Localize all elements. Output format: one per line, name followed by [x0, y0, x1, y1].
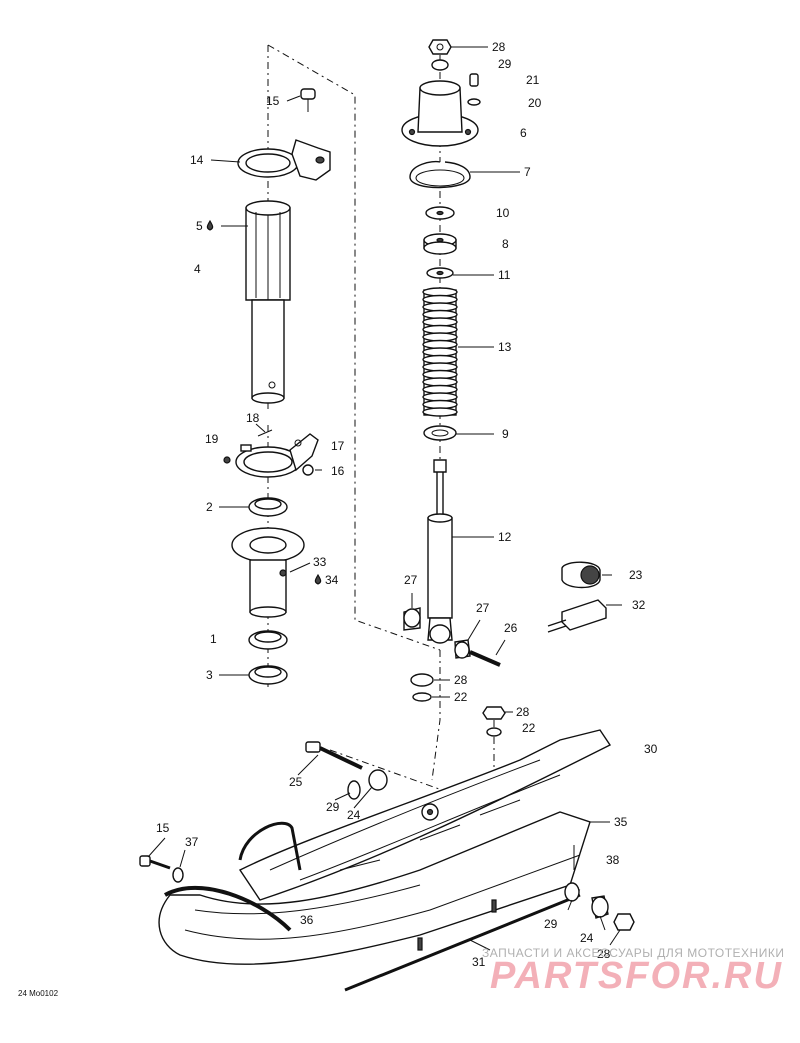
callout-1: 1: [210, 632, 217, 646]
part-ski-pivot: [421, 803, 439, 821]
diagram-code: 24 Mo0102: [18, 989, 59, 998]
watermark-tagline: ЗАПЧАСТИ И АКСЕССУАРЫ ДЛЯ МОТОТЕХНИКИ: [482, 946, 784, 960]
callout-18: 18: [246, 411, 260, 425]
part-29-washer-right: [564, 882, 580, 902]
callout-26: 26: [504, 621, 518, 635]
part-17-bracket: [223, 429, 319, 478]
callout-36: 36: [300, 913, 314, 927]
callout-32: 32: [632, 598, 646, 612]
callout-22: 22: [522, 721, 536, 735]
callout-8: 8: [502, 237, 509, 251]
drop-icon: [314, 573, 322, 585]
callout-29: 29: [544, 917, 558, 931]
part-4-steering-column: [245, 200, 291, 404]
part-28-nut-right: [613, 913, 635, 931]
callout-3: 3: [206, 668, 213, 682]
callout-17: 17: [331, 439, 345, 453]
callout-15: 15: [156, 821, 170, 835]
callout-37: 37: [185, 835, 199, 849]
part-27-bushings: [403, 607, 471, 659]
callout-28: 28: [454, 673, 468, 687]
part-3-bushing: [248, 665, 288, 685]
part-23-cap: [561, 561, 601, 589]
callout-28: 28: [516, 705, 530, 719]
part-14-clamp: [237, 139, 331, 181]
part-handle-loop: [238, 821, 302, 871]
part-8-spacer: [423, 233, 457, 255]
watermark-logo: PARTSFOR.RU: [490, 955, 783, 997]
part-2-bushing: [248, 497, 288, 517]
callout-21: 21: [526, 73, 540, 87]
callout-2: 2: [206, 500, 213, 514]
part-36-runner-bar: [164, 885, 292, 932]
part-housing: [231, 527, 305, 618]
callout-15: 15: [266, 94, 280, 108]
callout-22: 22: [454, 690, 468, 704]
part-15-bolt-top: [300, 88, 316, 112]
callout-11: 11: [498, 268, 511, 282]
part-29-washer-left: [347, 780, 361, 800]
part-6-top-mount: [401, 80, 479, 147]
part-11-washer: [426, 267, 454, 279]
callout-16: 16: [331, 464, 345, 478]
part-24-bushing: [368, 769, 388, 791]
callout-20: 20: [528, 96, 542, 110]
callout-13: 13: [498, 340, 512, 354]
callout-30: 30: [644, 742, 658, 756]
callout-28: 28: [597, 947, 611, 961]
part-12-shock: [427, 459, 453, 644]
part-24-bushing-right: [591, 895, 609, 919]
callout-19: 19: [205, 432, 219, 446]
callout-29: 29: [498, 57, 512, 71]
part-28-nut-ski: [482, 706, 506, 737]
callout-38: 38: [606, 853, 620, 867]
part-28-nut-top: [428, 39, 452, 71]
part-15-bolt-ski: [139, 855, 184, 883]
callout-10: 10: [496, 206, 510, 220]
part-31-wear-bar: [344, 893, 581, 992]
callout-12: 12: [498, 530, 512, 544]
callout-35: 35: [614, 815, 628, 829]
callout-6: 6: [520, 126, 527, 140]
part-28-nut-mid: [410, 673, 434, 702]
drop-icon: [206, 219, 214, 231]
part-ski-body: [158, 811, 591, 965]
watermark: ЗАПЧАСТИ И АКСЕССУАРЫ ДЛЯ МОТОТЕХНИКИ PA…: [482, 946, 784, 997]
callout-28: 28: [492, 40, 506, 54]
part-13-spring: [422, 287, 458, 417]
spring-coil: [422, 407, 458, 417]
part-10-washer: [425, 206, 455, 220]
callout-24: 24: [347, 808, 361, 822]
callout-4: 4: [194, 262, 201, 276]
callout-14: 14: [190, 153, 204, 167]
part-26-bolt: [469, 650, 501, 667]
callout-5: 5: [196, 219, 203, 233]
callout-34: 34: [325, 573, 339, 587]
part-25-bolt: [305, 741, 363, 770]
callout-27: 27: [476, 601, 490, 615]
callout-33: 33: [313, 555, 327, 569]
callout-25: 25: [289, 775, 303, 789]
callout-24: 24: [580, 931, 594, 945]
part-9-washer: [423, 425, 457, 441]
leader-lines: [147, 46, 622, 951]
part-1-bushing: [248, 630, 288, 650]
callout-27: 27: [404, 573, 418, 587]
callout-31: 31: [472, 955, 486, 969]
part-21-screw: [467, 73, 481, 106]
callout-23: 23: [629, 568, 643, 582]
part-32-sensor: [547, 599, 607, 633]
callout-7: 7: [524, 165, 531, 179]
callout-9: 9: [502, 427, 509, 441]
callout-labels: 15 14 5 4 18 19 17 16 2 33 34 1 3 28 29 …: [156, 40, 658, 969]
callout-29: 29: [326, 800, 340, 814]
part-7-circlip: [409, 160, 471, 189]
